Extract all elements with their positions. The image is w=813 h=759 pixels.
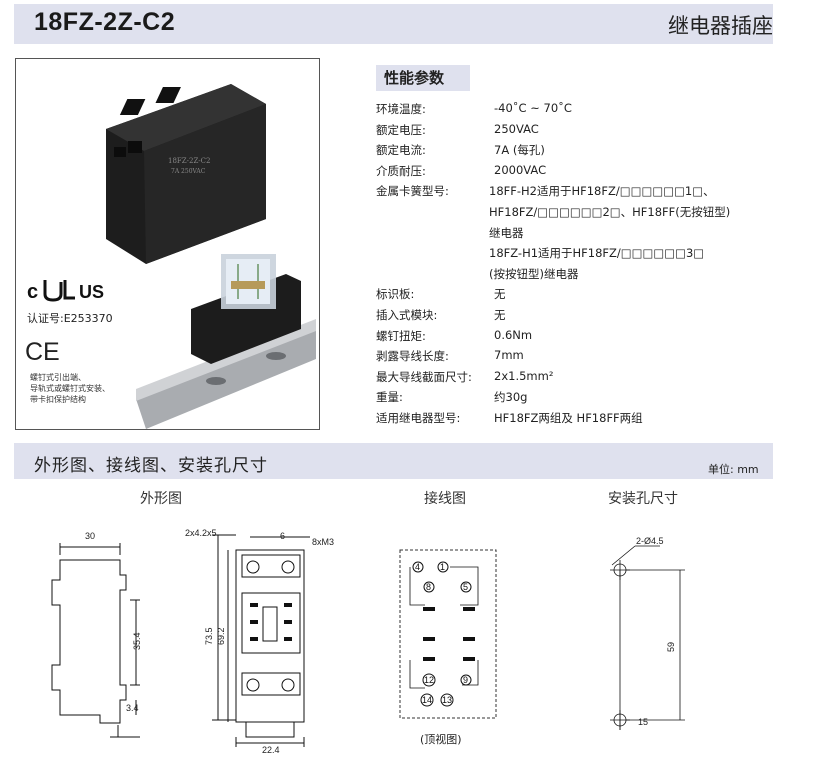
spec-value: 2000VAC — [494, 162, 547, 177]
spec-value: 7A (每孔) — [494, 143, 545, 158]
spec-value: 0.6Nm — [494, 327, 533, 342]
svg-text:73.5: 73.5 — [204, 627, 214, 645]
svg-text:22.4: 22.4 — [262, 745, 280, 755]
category-title: 继电器插座 — [668, 14, 773, 38]
svg-text:30: 30 — [85, 531, 95, 541]
model-title: 18FZ-2Z-C2 — [34, 8, 176, 36]
ul-logo-icon — [43, 280, 75, 302]
spec-value: 18FZ-H1适用于HF18FZ/□□□□□□3□ — [489, 246, 705, 261]
spec-value: HF18FZ两组及 HF18FF两组 — [494, 411, 643, 425]
svg-text:3.4: 3.4 — [126, 703, 139, 713]
svg-text:14: 14 — [422, 695, 432, 705]
spec-value: 无 — [494, 287, 506, 302]
spec-value: HF18FZ/□□□□□□2□、HF18FF(无按钮型) — [489, 205, 731, 219]
svg-text:US: US — [79, 282, 104, 302]
svg-text:18FZ-2Z-C2: 18FZ-2Z-C2 — [168, 157, 211, 165]
socket-image: 18FZ-2Z-C2 7A 250VAC — [106, 84, 266, 264]
svg-text:69.2: 69.2 — [216, 627, 226, 645]
spec-key: 螺钉扭矩: — [376, 328, 426, 343]
section-bar — [14, 443, 773, 479]
spec-key: 金属卡簧型号: — [376, 184, 449, 199]
ce-description: 螺钉式引出端、 导轨式或螺钉式安装、 带卡扣保护结构 — [30, 373, 110, 404]
spec-value: (按按钮型)继电器 — [489, 266, 579, 281]
spec-value: 2x1.5mm² — [494, 368, 554, 383]
outline-drawing: 30 35.4 3.4 2x4.2x5 6 8xM3 73.5 69.2 22.… — [51, 528, 334, 755]
svg-text:1: 1 — [440, 562, 445, 572]
performance-title: 性能参数 — [376, 65, 470, 91]
spec-key: 最大导线截面尺寸: — [376, 369, 472, 384]
svg-text:2-Ø4.5: 2-Ø4.5 — [636, 536, 664, 546]
svg-text:15: 15 — [638, 717, 648, 727]
wiring-drawing: 4 1 8 5 12 9 14 13 — [399, 549, 497, 719]
spec-value: 约30g — [494, 390, 528, 405]
wiring-title: 接线图 — [424, 491, 466, 507]
cert-number: 认证号:E253370 — [27, 312, 113, 325]
svg-text:4: 4 — [415, 562, 420, 572]
relay-rail-image — [136, 254, 316, 429]
svg-text:6: 6 — [280, 531, 285, 541]
spec-value: -40˚C ~ 70˚C — [494, 101, 572, 115]
spec-key: 适用继电器型号: — [376, 411, 461, 425]
spec-key: 标识板: — [376, 287, 415, 302]
svg-text:7A 250VAC: 7A 250VAC — [171, 168, 206, 175]
spec-value: 18FF-H2适用于HF18FZ/□□□□□□1□、 — [489, 184, 715, 199]
svg-text:35.4: 35.4 — [132, 632, 142, 650]
spec-key: 剥露导线长度: — [376, 349, 449, 364]
spec-value: 继电器 — [489, 225, 524, 240]
spec-key: 介质耐压: — [376, 163, 426, 178]
ce-mark: CE — [25, 338, 60, 366]
ul-mark: c US — [27, 276, 117, 308]
spec-value: 250VAC — [494, 121, 539, 136]
svg-text:9: 9 — [463, 675, 468, 685]
spec-key: 环境温度: — [376, 102, 426, 116]
product-photo: 18FZ-2Z-C2 7A 250VAC — [106, 84, 316, 429]
hole-drawing: 2-Ø4.5 59 15 — [610, 536, 685, 730]
spec-key: 额定电流: — [376, 143, 426, 158]
unit-label: 单位: mm — [708, 463, 759, 476]
svg-text:59: 59 — [666, 642, 676, 652]
svg-text:8xM3: 8xM3 — [312, 537, 334, 547]
svg-text:13: 13 — [442, 695, 452, 705]
header-bar — [14, 4, 773, 44]
svg-text:8: 8 — [426, 582, 431, 592]
svg-text:2x4.2x5: 2x4.2x5 — [185, 528, 217, 538]
spec-key: 插入式模块: — [376, 308, 438, 322]
svg-text:12: 12 — [424, 675, 434, 685]
svg-text:5: 5 — [463, 582, 468, 592]
product-photo-box: 18FZ-2Z-C2 7A 250VAC — [15, 58, 320, 430]
section-title: 外形图、接线图、安装孔尺寸 — [34, 456, 268, 476]
top-view-note: (顶视图) — [420, 733, 462, 746]
spec-value: 7mm — [494, 348, 524, 363]
spec-key: 重量: — [376, 390, 403, 405]
hole-title: 安装孔尺寸 — [608, 491, 678, 507]
spec-key: 额定电压: — [376, 122, 426, 137]
outline-title: 外形图 — [140, 491, 182, 507]
svg-text:c: c — [27, 281, 38, 303]
spec-value: 无 — [494, 308, 506, 322]
